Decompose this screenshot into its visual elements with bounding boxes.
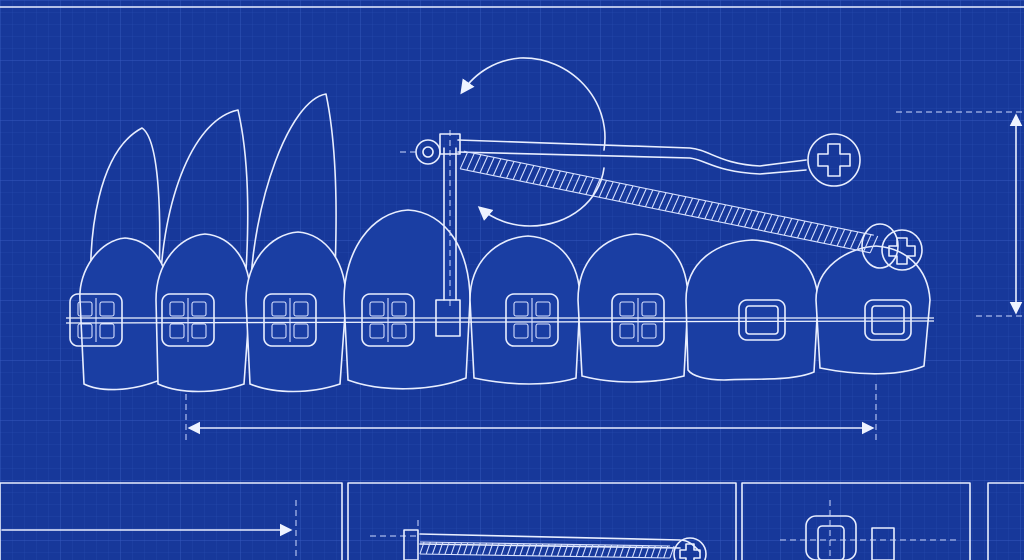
crown-2	[155, 233, 251, 393]
crown-5	[469, 235, 581, 385]
tooth-crowns	[79, 209, 931, 393]
bracket-4	[361, 293, 415, 347]
bracket-8	[864, 299, 912, 341]
post-cap	[439, 133, 461, 155]
post-bracket	[435, 299, 461, 337]
detail-panel-3	[741, 482, 971, 560]
tooth-roots	[89, 93, 337, 311]
rotation-arrow-top	[460, 57, 606, 151]
detail-panel-1	[0, 482, 343, 560]
crown-7	[685, 239, 819, 381]
bracket-1	[69, 293, 123, 347]
rotation-arrows	[400, 57, 606, 227]
crown-8	[815, 245, 931, 375]
crown-3	[245, 231, 347, 393]
bracket-3	[263, 293, 317, 347]
detail-3-bracket	[780, 500, 960, 560]
upper-screw-icon	[807, 133, 861, 187]
bracket-2	[161, 293, 215, 347]
detail-panel-4	[987, 482, 1024, 560]
archwire	[65, 317, 935, 324]
hook-ring-inner	[422, 146, 434, 158]
bracket-7	[738, 299, 786, 341]
root-2	[159, 109, 249, 301]
rotation-arrow-bottom	[477, 167, 605, 227]
bracket-6	[611, 293, 665, 347]
detail-1-dimension	[1, 500, 297, 560]
detail-panel-2	[347, 482, 737, 560]
detail-2-assembly	[370, 520, 707, 560]
crown-4	[343, 209, 471, 390]
lower-screw-icon	[861, 223, 923, 271]
vertical-post	[435, 130, 461, 337]
crown-1	[79, 237, 169, 391]
brackets	[69, 293, 912, 347]
crown-6	[577, 233, 689, 383]
root-3	[249, 93, 337, 301]
root-1	[89, 127, 161, 311]
coil-spring	[459, 150, 879, 254]
dimension-vertical	[896, 111, 1024, 317]
dimension-horizontal	[185, 384, 877, 442]
bracket-5	[505, 293, 559, 347]
detail-screw-icon	[673, 537, 707, 560]
